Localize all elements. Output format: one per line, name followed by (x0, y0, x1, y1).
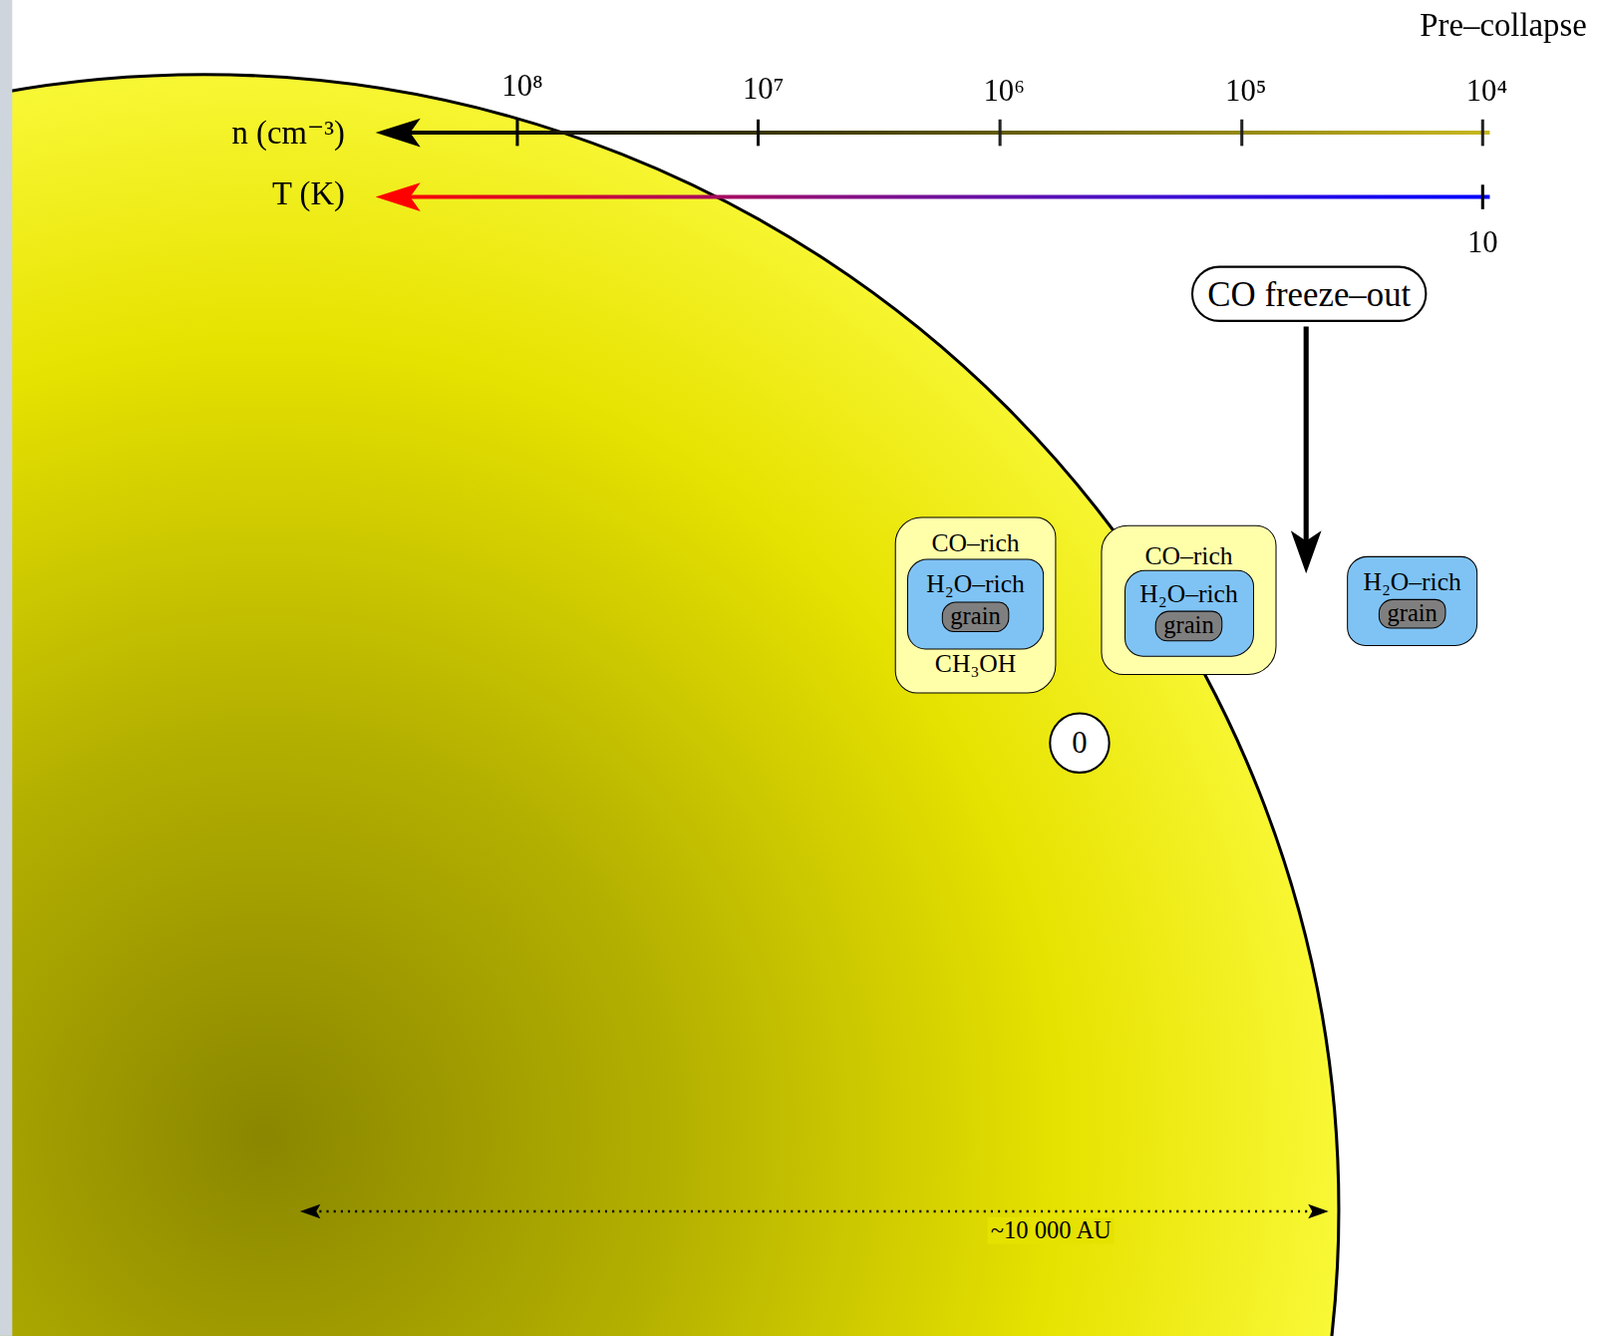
dust-grain: grain (942, 601, 1009, 632)
node-text: CO–rich (931, 529, 1019, 559)
inner-layer: grain (1378, 596, 1446, 629)
dust-grain: grain (1378, 598, 1446, 629)
arrowhead (300, 1204, 320, 1219)
inner-layer: grain (942, 599, 1009, 632)
node-text: CO freeze–out (1207, 274, 1411, 315)
node-text: CH₃OH (935, 649, 1016, 679)
co-ice-mantle: CO–richH₂O–richgrain (1100, 525, 1277, 675)
axis-label: T (K) (272, 175, 345, 212)
core-sphere (0, 74, 1339, 1336)
inner-layer: grain (1155, 609, 1223, 641)
axis-ticks (517, 119, 1483, 147)
inner-layer: H₂O–richgrain (1123, 570, 1254, 657)
stage-title: Pre–collapse (1419, 7, 1587, 44)
side-bar (0, 0, 12, 1336)
water-ice-mantle: H₂O–rich grain (907, 558, 1044, 649)
temperature-axis (407, 195, 1490, 200)
tick-label: 10⁴ (1466, 72, 1508, 107)
tick-label: 10⁵ (1225, 72, 1267, 107)
callout-box: CO freeze–out (1191, 266, 1428, 322)
density-axis (407, 130, 1490, 135)
stage-number: 0 (1048, 711, 1110, 773)
node-text: grain (1386, 599, 1437, 628)
node-text: grain (950, 603, 1000, 632)
tick-label: 10⁶ (983, 72, 1025, 107)
dimension-label: ~10 000 AU (987, 1217, 1115, 1245)
radius-dimension (312, 1210, 1316, 1214)
axis-tick (1481, 184, 1485, 210)
tick-label: 10⁷ (742, 70, 784, 105)
node-text: 0 (1071, 725, 1087, 761)
inner-layer: H₂O–rich grain (907, 558, 1044, 649)
arrowhead (1307, 1204, 1328, 1219)
co-ice-mantle: CO–richH₂O–rich grainCH₃OH (895, 516, 1057, 693)
node-text: H₂O–rich (1139, 580, 1238, 610)
node-text: H₂O–rich (926, 570, 1024, 600)
arrowhead (1290, 530, 1322, 574)
axis-label: n (cm⁻³) (231, 114, 345, 151)
water-ice-mantle: H₂O–richgrain (1123, 570, 1254, 657)
tick-label: 10⁸ (501, 67, 543, 102)
axis-arrowhead (375, 182, 421, 212)
tick-label: 10 (1467, 225, 1499, 260)
dust-grain: grain (1155, 611, 1223, 641)
freeze-arrow (1303, 326, 1309, 544)
node-text: grain (1163, 612, 1214, 640)
axis-arrowhead (375, 118, 421, 148)
node-text: CO–rich (1144, 541, 1233, 571)
node-text: H₂O–rich (1362, 567, 1461, 597)
water-ice-mantle: H₂O–richgrain (1346, 556, 1478, 646)
